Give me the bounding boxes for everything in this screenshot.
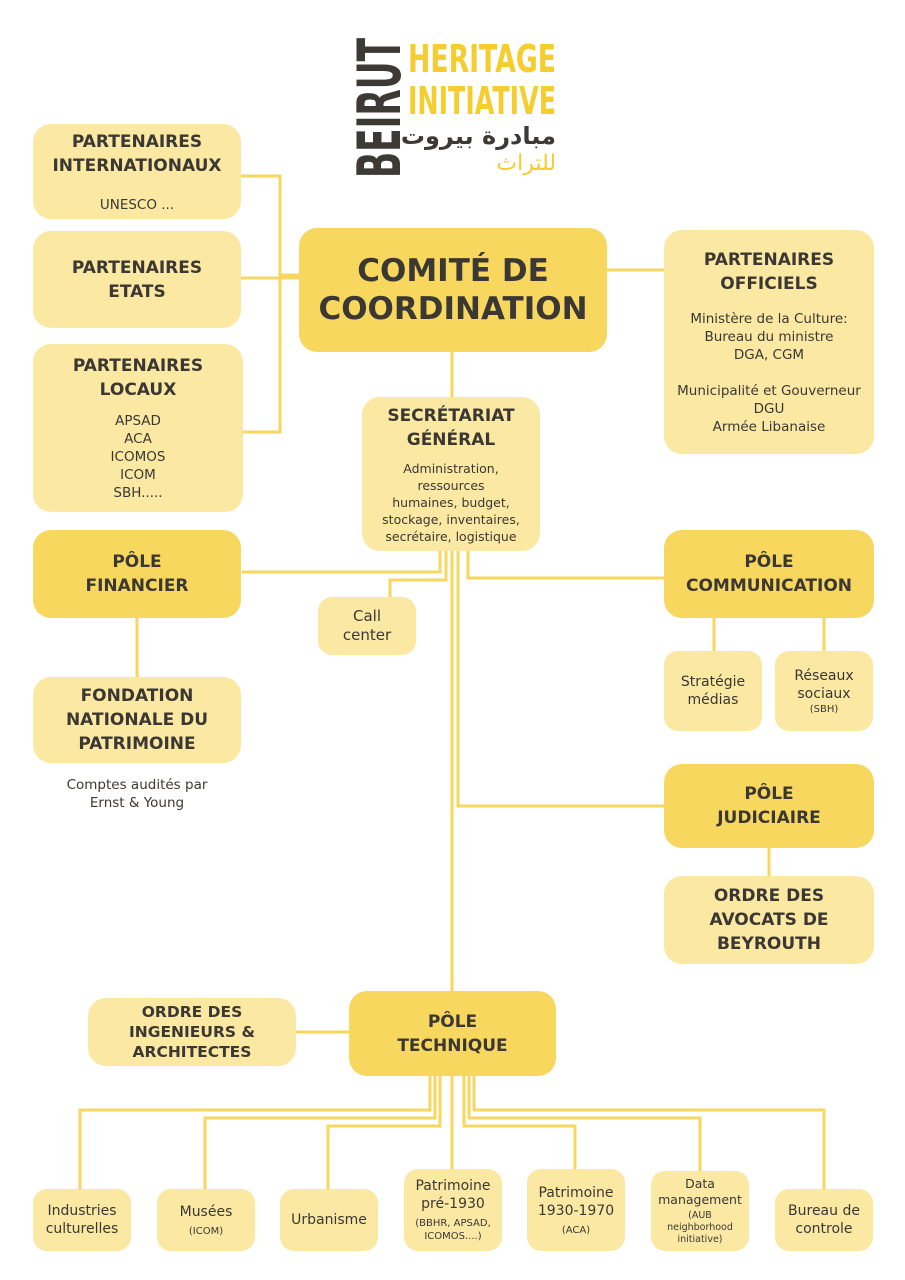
call-center-box: Call center — [318, 597, 416, 655]
reseaux-sociaux-detail: (SBH) — [809, 703, 839, 715]
patrimoine-1930-1970-box: Patrimoine 1930-1970 (ACA) — [527, 1169, 625, 1251]
musees-title: Musées — [179, 1203, 233, 1220]
data-management-detail: (AUB neighborhood initiative) — [667, 1210, 733, 1245]
patrimoine-1930-1970-title: Patrimoine 1930-1970 — [537, 1184, 615, 1219]
partenaires-etats-title: PARTENAIRES ETATS — [71, 257, 203, 302]
comite-coordination-box: COMITÉ DE COORDINATION — [299, 228, 607, 352]
patrimoine-pre1930-box: Patrimoine pré-1930 (BBHR, APSAD, ICOMOS… — [404, 1169, 502, 1251]
musees-box: Musées (ICOM) — [157, 1189, 255, 1251]
ordre-avocats-box: ORDRE DES AVOCATS DE BEYROUTH — [664, 876, 874, 964]
fondation-nationale-title: FONDATION NATIONALE DU PATRIMOINE — [65, 686, 209, 754]
partenaires-locaux-box: PARTENAIRES LOCAUX APSAD ACA ICOMOS ICOM… — [33, 344, 243, 512]
industries-culturelles-box: Industries culturelles — [33, 1189, 131, 1251]
ordre-avocats-title: ORDRE DES AVOCATS DE BEYROUTH — [709, 886, 829, 954]
logo-beirut-text: BEIRUT — [346, 38, 415, 178]
patrimoine-pre1930-detail: (BBHR, APSAD, ICOMOS....) — [415, 1218, 491, 1242]
strategie-medias-box: Stratégie médias — [664, 651, 762, 731]
partenaires-officiels-title: PARTENAIRES OFFICIELS — [703, 250, 835, 294]
call-center-title: Call center — [342, 607, 392, 644]
pole-judiciaire-box: PÔLE JUDICIAIRE — [664, 764, 874, 848]
pole-communication-box: PÔLE COMMUNICATION — [664, 530, 874, 618]
comite-coordination-title: COMITÉ DE COORDINATION — [318, 253, 588, 327]
fondation-audit-note: Comptes audités par Ernst & Young — [66, 777, 208, 811]
ordre-ingenieurs-box: ORDRE DES INGENIEURS & ARCHITECTES — [88, 998, 296, 1066]
pole-financier-box: PÔLE FINANCIER — [33, 530, 241, 618]
pole-technique-box: PÔLE TECHNIQUE — [349, 991, 556, 1076]
patrimoine-pre1930-title: Patrimoine pré-1930 — [415, 1178, 491, 1212]
patrimoine-1930-1970-detail: (ACA) — [561, 1224, 591, 1236]
partenaires-locaux-title: PARTENAIRES LOCAUX — [72, 356, 204, 400]
partenaires-etats-box: PARTENAIRES ETATS — [33, 231, 241, 328]
reseaux-sociaux-title: Réseaux sociaux — [794, 667, 854, 702]
pole-judiciaire-title: PÔLE JUDICIAIRE — [717, 784, 821, 828]
bureau-controle-box: Bureau de controle — [775, 1189, 873, 1251]
secretariat-general-title: SECRÉTARIAT GÉNÉRAL — [387, 405, 515, 450]
data-management-title: Data management — [658, 1176, 742, 1207]
logo-arabic-line2: للتراث — [496, 151, 556, 176]
logo-heritage-text: HERITAGE — [408, 38, 556, 81]
partenaires-officiels-box: PARTENAIRES OFFICIELS Ministère de la Cu… — [664, 230, 874, 454]
partenaires-officiels-municipalite: Municipalité et Gouverneur DGU Armée Lib… — [677, 383, 861, 435]
ordre-ingenieurs-title: ORDRE DES INGENIEURS & ARCHITECTES — [129, 1003, 255, 1061]
partenaires-officiels-culture: Ministère de la Culture: Bureau du minis… — [690, 311, 848, 363]
strategie-medias-title: Stratégie médias — [680, 674, 746, 708]
pole-financier-title: PÔLE FINANCIER — [85, 552, 189, 596]
pole-technique-title: PÔLE TECHNIQUE — [397, 1011, 508, 1056]
logo-initiative-text: INITIATIVE — [408, 79, 556, 123]
fondation-nationale-box: FONDATION NATIONALE DU PATRIMOINE — [33, 677, 241, 763]
partenaires-locaux-detail: APSAD ACA ICOMOS ICOM SBH..... — [110, 413, 166, 501]
pole-communication-title: PÔLE COMMUNICATION — [685, 552, 853, 596]
reseaux-sociaux-box: Réseaux sociaux (SBH) — [775, 651, 873, 731]
beirut-heritage-initiative-logo: BEIRUT HERITAGE INITIATIVE مبادرة بيروت … — [345, 37, 561, 180]
musees-detail: (ICOM) — [188, 1225, 224, 1237]
secretariat-general-detail: Administration, ressources humaines, bud… — [382, 460, 520, 544]
logo-arabic-line1: مبادرة بيروت — [401, 122, 556, 150]
data-management-box: Data management (AUB neighborhood initia… — [651, 1171, 749, 1251]
partenaires-internationaux-box: PARTENAIRES INTERNATIONAUX UNESCO ... — [33, 124, 241, 219]
urbanisme-title: Urbanisme — [291, 1212, 367, 1228]
partenaires-internationaux-title: PARTENAIRES INTERNATIONAUX — [52, 131, 222, 176]
urbanisme-box: Urbanisme — [280, 1189, 378, 1251]
secretariat-general-box: SECRÉTARIAT GÉNÉRAL Administration, ress… — [362, 397, 540, 551]
bureau-controle-title: Bureau de controle — [788, 1203, 860, 1237]
industries-culturelles-title: Industries culturelles — [45, 1203, 119, 1237]
partenaires-internationaux-detail: UNESCO ... — [99, 196, 175, 213]
